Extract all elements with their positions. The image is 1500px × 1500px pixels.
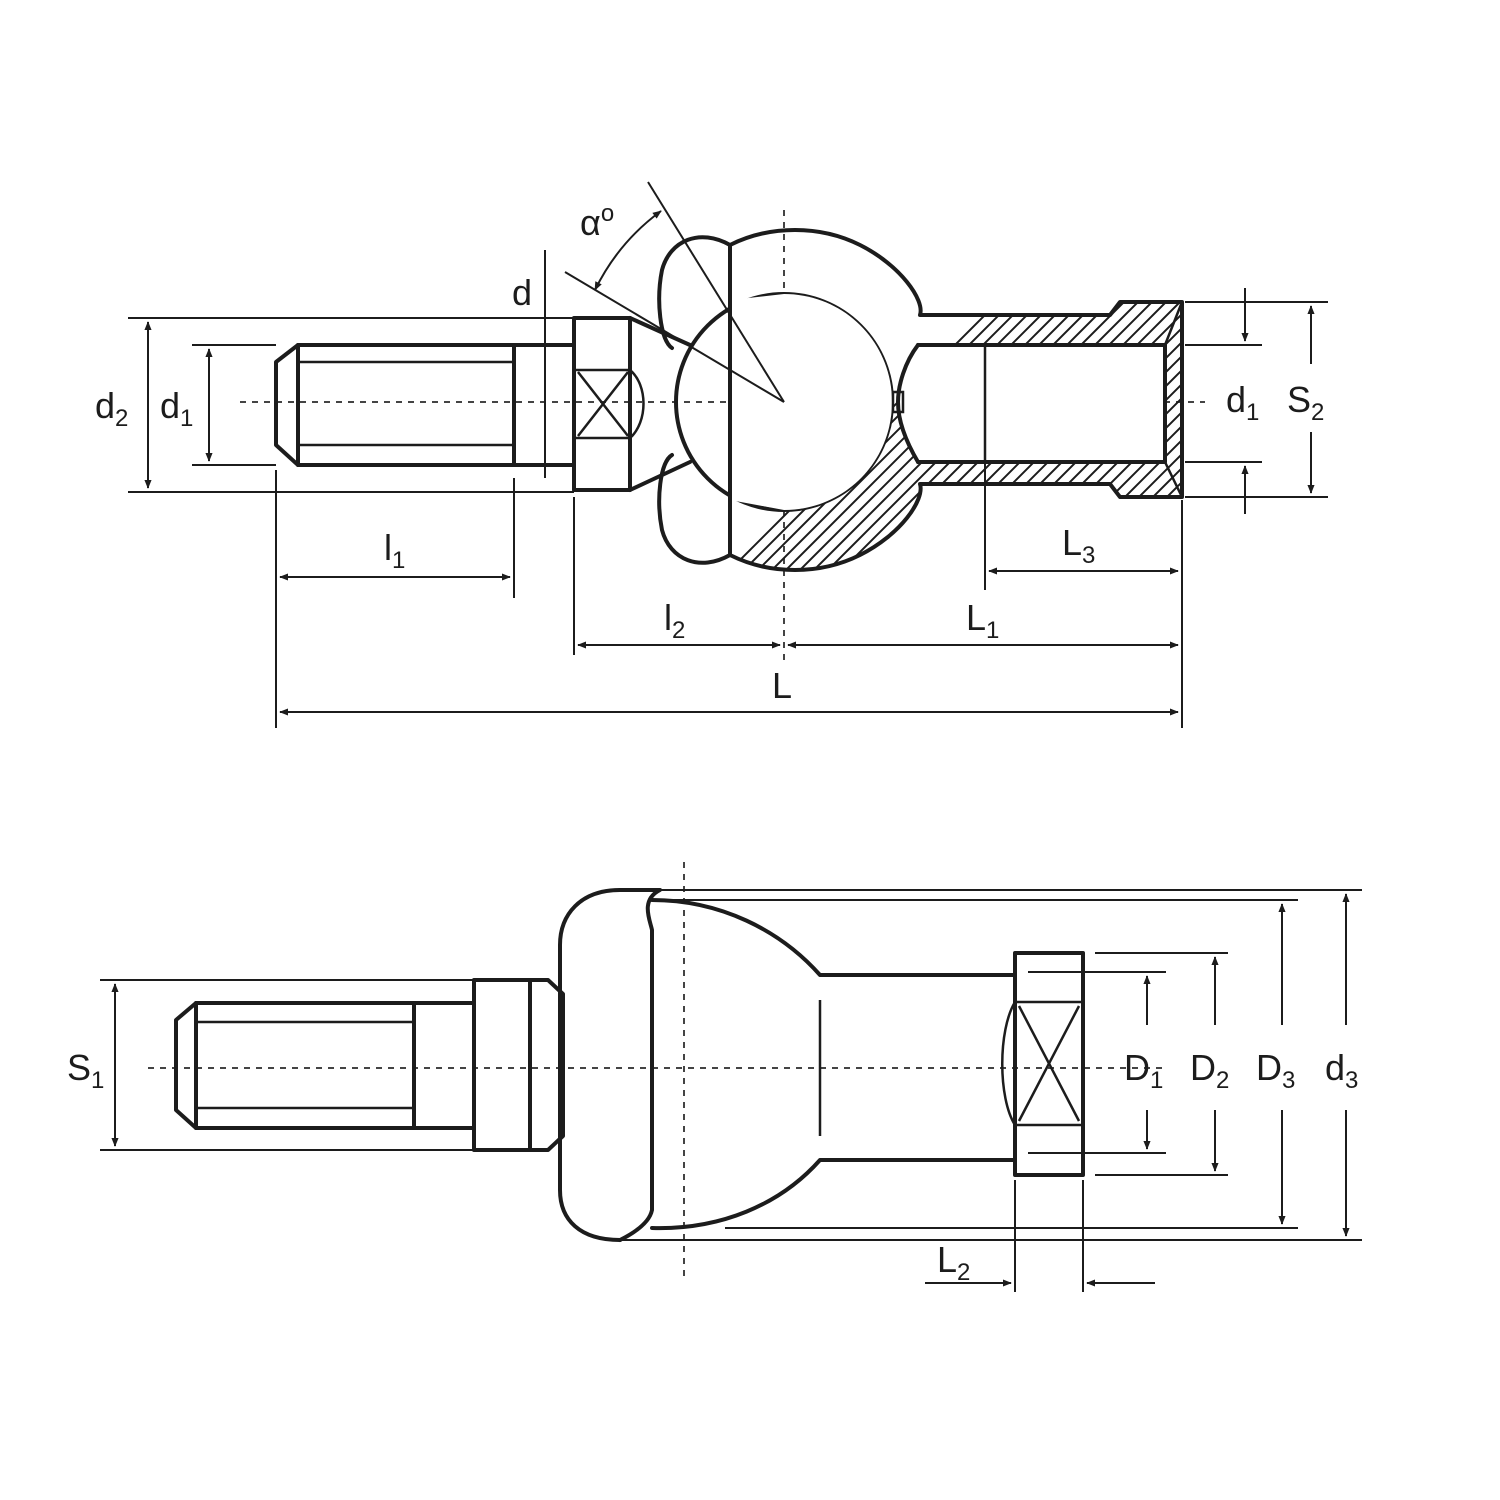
label-d: d bbox=[512, 272, 532, 313]
label-l2: l2 bbox=[664, 597, 685, 644]
threaded-stud-bottom bbox=[174, 1001, 476, 1130]
section-hatch-line bbox=[1330, 200, 1500, 600]
dim-d1-left: d1 bbox=[160, 344, 276, 466]
top-outline-view: S1 D1 D2 D3 bbox=[67, 862, 1362, 1292]
dim-d3: d3 bbox=[620, 889, 1362, 1241]
section-hatch-line bbox=[1232, 200, 1500, 600]
section-hatch-line bbox=[1246, 200, 1500, 600]
hex-collar bbox=[572, 316, 692, 492]
dust-boot-bottom bbox=[558, 888, 622, 1242]
socket-housing bbox=[728, 200, 1500, 600]
section-hatch-line bbox=[1161, 230, 1182, 570]
section-hatch-line bbox=[1344, 200, 1500, 600]
section-hatch-line bbox=[1428, 200, 1500, 600]
dim-D3: D3 bbox=[660, 899, 1298, 1229]
dim-L1: L1 bbox=[787, 500, 1183, 728]
dim-L: L bbox=[279, 665, 1179, 716]
label-S1: S1 bbox=[67, 1047, 104, 1094]
section-hatch-line bbox=[1386, 200, 1500, 600]
threaded-stud bbox=[274, 343, 576, 467]
dim-D2: D2 bbox=[1095, 952, 1229, 1176]
section-hatch-line bbox=[1372, 200, 1500, 600]
label-L1: L1 bbox=[966, 597, 999, 644]
label-d1-right: d1 bbox=[1226, 379, 1259, 426]
dim-d1-right: d1 bbox=[1185, 288, 1262, 514]
section-hatch-line bbox=[1400, 200, 1500, 600]
label-D3: D3 bbox=[1256, 1047, 1295, 1094]
label-l1: l1 bbox=[384, 527, 405, 574]
section-hatch-line bbox=[1218, 200, 1500, 600]
dust-boot bbox=[657, 235, 732, 565]
dim-d2: d2 bbox=[95, 317, 574, 493]
section-hatch-line bbox=[1456, 200, 1500, 600]
label-d1-left: d1 bbox=[160, 385, 193, 432]
dim-S1: S1 bbox=[67, 979, 474, 1151]
dim-d: d bbox=[512, 250, 578, 478]
label-L3: L3 bbox=[1062, 522, 1095, 569]
section-hatch-line bbox=[1175, 230, 1182, 570]
section-hatch-line bbox=[1316, 200, 1500, 600]
dim-l1: l1 bbox=[275, 470, 515, 728]
section-hatch-line bbox=[1442, 200, 1500, 600]
section-hatch-line bbox=[1302, 200, 1500, 600]
label-L: L bbox=[772, 665, 792, 706]
section-hatch-line bbox=[1414, 200, 1500, 600]
dim-D1: D1 bbox=[1028, 971, 1166, 1154]
label-S2: S2 bbox=[1287, 379, 1324, 426]
section-hatch-line bbox=[1470, 200, 1500, 600]
section-hatch-line bbox=[1484, 200, 1500, 600]
collar-bottom bbox=[472, 978, 565, 1152]
housing-body-bottom bbox=[618, 888, 1017, 1242]
label-d3: d3 bbox=[1325, 1047, 1358, 1094]
angle-alpha: αo bbox=[564, 181, 785, 403]
label-d2: d2 bbox=[95, 385, 128, 432]
dim-S2: S2 bbox=[1185, 301, 1328, 498]
dim-L2: L2 bbox=[925, 1180, 1155, 1292]
label-D1: D1 bbox=[1124, 1047, 1163, 1094]
dim-l2: l2 bbox=[573, 497, 781, 655]
label-D2: D2 bbox=[1190, 1047, 1229, 1094]
side-section-view: αo d d2 d1 d1 bbox=[95, 181, 1500, 728]
label-L2: L2 bbox=[937, 1239, 970, 1286]
dim-L3: L3 bbox=[984, 462, 1179, 590]
label-alpha: αo bbox=[580, 200, 614, 243]
hex-nut-bottom bbox=[1001, 951, 1085, 1177]
section-hatch-line bbox=[1358, 200, 1500, 600]
